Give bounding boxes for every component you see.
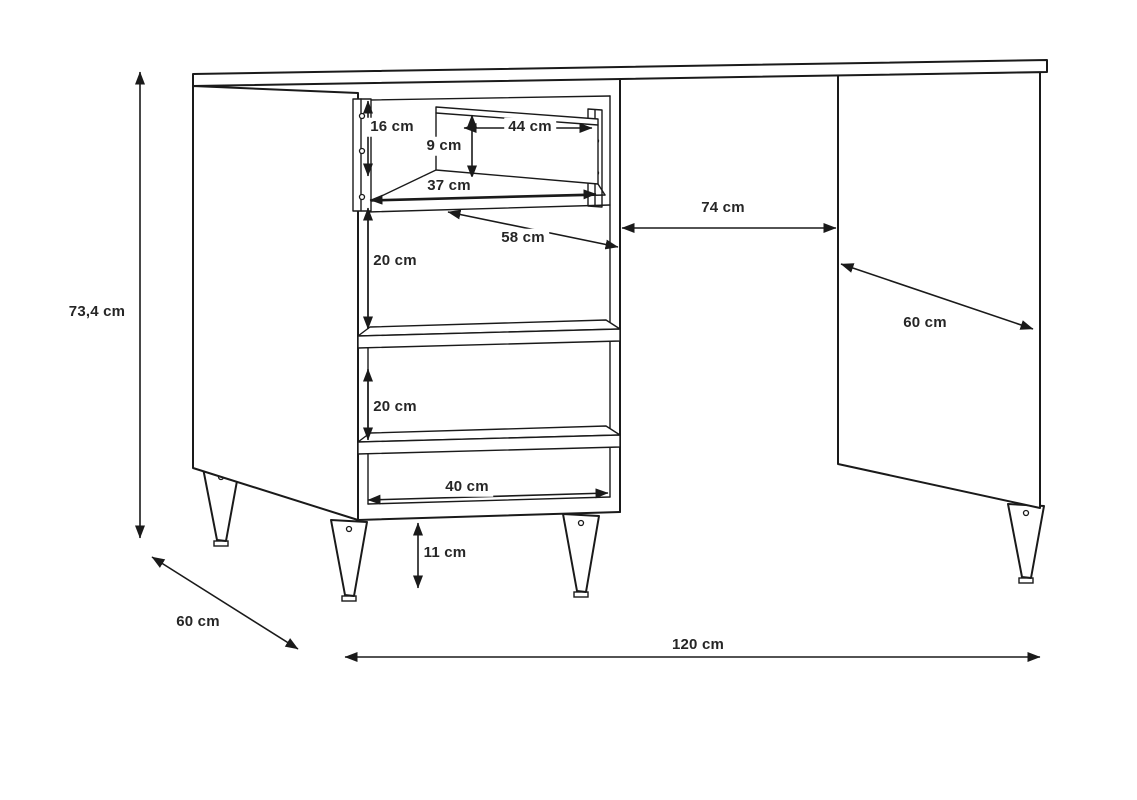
dim-overall-height: 73,4 cm	[64, 302, 130, 322]
desk-legs	[202, 467, 1045, 602]
cabinet-shelves	[357, 319, 621, 455]
dim-drawer-opening-height: 16 cm	[366, 117, 418, 137]
arrow-bottom-shelf-width	[367, 488, 609, 505]
dim-knee-space-width: 74 cm	[697, 198, 749, 218]
bottom-shelf	[357, 425, 621, 455]
arrow-drawer-depth	[369, 189, 597, 205]
leg-front-right	[1007, 503, 1045, 584]
dim-upper-shelf-gap: 20 cm	[369, 251, 421, 271]
arrow-side-panel-depth	[840, 263, 1034, 330]
dim-bottom-shelf-width: 40 cm	[441, 477, 493, 497]
dim-drawer-inner-width: 44 cm	[504, 117, 556, 137]
right-side-panel	[837, 71, 1041, 509]
dim-side-panel-depth: 60 cm	[899, 313, 951, 333]
left-side-panel	[192, 85, 359, 521]
dim-leg-height: 11 cm	[419, 543, 471, 563]
dim-drawer-depth: 37 cm	[423, 176, 475, 196]
dim-shelf-depth: 58 cm	[497, 228, 549, 248]
dim-lower-shelf-gap: 20 cm	[369, 397, 421, 417]
desktop	[192, 59, 1048, 87]
leg-front-middle	[562, 513, 600, 598]
dim-drawer-inner-height: 9 cm	[422, 136, 466, 156]
dim-overall-depth: 60 cm	[172, 612, 224, 632]
leg-front-left	[330, 519, 368, 602]
middle-shelf	[357, 319, 621, 349]
dim-overall-width: 120 cm	[667, 635, 729, 655]
arrow-overall-depth	[151, 556, 299, 650]
